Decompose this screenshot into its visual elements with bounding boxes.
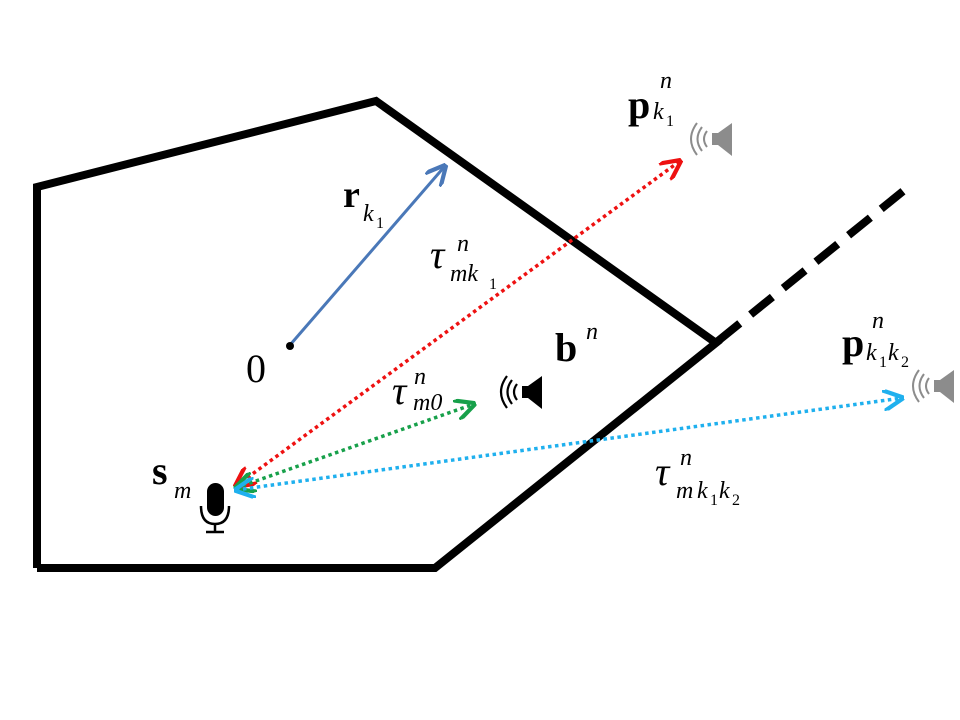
- reflector-vector-label: r k 1: [343, 174, 384, 232]
- svg-text:mk: mk: [450, 261, 478, 287]
- path-second-order: [236, 398, 902, 490]
- svg-text:1: 1: [710, 492, 718, 509]
- image-source-1-label: p n k 1: [628, 68, 674, 130]
- svg-text:n: n: [457, 231, 469, 257]
- svg-text:τ: τ: [655, 449, 671, 494]
- tau-second-order-label: τ n m k 1 k 2: [655, 445, 740, 509]
- origin-point: [286, 342, 294, 350]
- svg-text:r: r: [343, 174, 360, 216]
- svg-text:s: s: [152, 448, 168, 493]
- image-source-2-label: p n k 1 k 2: [842, 308, 909, 371]
- svg-text:m0: m0: [413, 390, 442, 416]
- svg-text:k: k: [866, 340, 877, 366]
- origin-label: 0: [246, 346, 266, 391]
- svg-text:τ: τ: [430, 232, 446, 277]
- tau-first-order-label: τ n mk 1: [430, 231, 497, 293]
- svg-text:k: k: [697, 478, 708, 504]
- tau-direct-label: τ n m0: [392, 364, 442, 416]
- svg-text:1: 1: [376, 215, 384, 232]
- room-walls: [33, 96, 723, 572]
- source-label: b n: [555, 319, 598, 370]
- svg-text:n: n: [586, 319, 598, 345]
- svg-text:2: 2: [732, 492, 740, 509]
- svg-text:1: 1: [879, 354, 887, 371]
- svg-text:m: m: [174, 478, 191, 504]
- svg-text:k: k: [363, 201, 374, 227]
- svg-text:b: b: [555, 325, 577, 370]
- svg-text:n: n: [680, 445, 692, 471]
- svg-text:k: k: [888, 340, 899, 366]
- svg-text:p: p: [628, 82, 650, 127]
- sensor-label: s m: [152, 448, 191, 504]
- speaker-icon: [499, 375, 542, 409]
- reflector-vector-arrow: [288, 166, 445, 346]
- svg-text:n: n: [872, 308, 884, 334]
- svg-text:p: p: [842, 320, 864, 365]
- svg-text:1: 1: [666, 113, 674, 130]
- svg-text:1: 1: [489, 276, 497, 293]
- path-direct: [236, 404, 474, 488]
- svg-text:n: n: [414, 364, 426, 390]
- svg-text:k: k: [719, 478, 730, 504]
- microphone-icon: [199, 483, 231, 534]
- svg-text:τ: τ: [392, 368, 408, 413]
- image-speaker-icon: [912, 369, 954, 403]
- image-speaker-icon: [690, 122, 732, 156]
- svg-text:k: k: [653, 99, 664, 125]
- svg-text:2: 2: [901, 354, 909, 371]
- svg-text:n: n: [660, 68, 672, 94]
- svg-text:m: m: [676, 478, 693, 504]
